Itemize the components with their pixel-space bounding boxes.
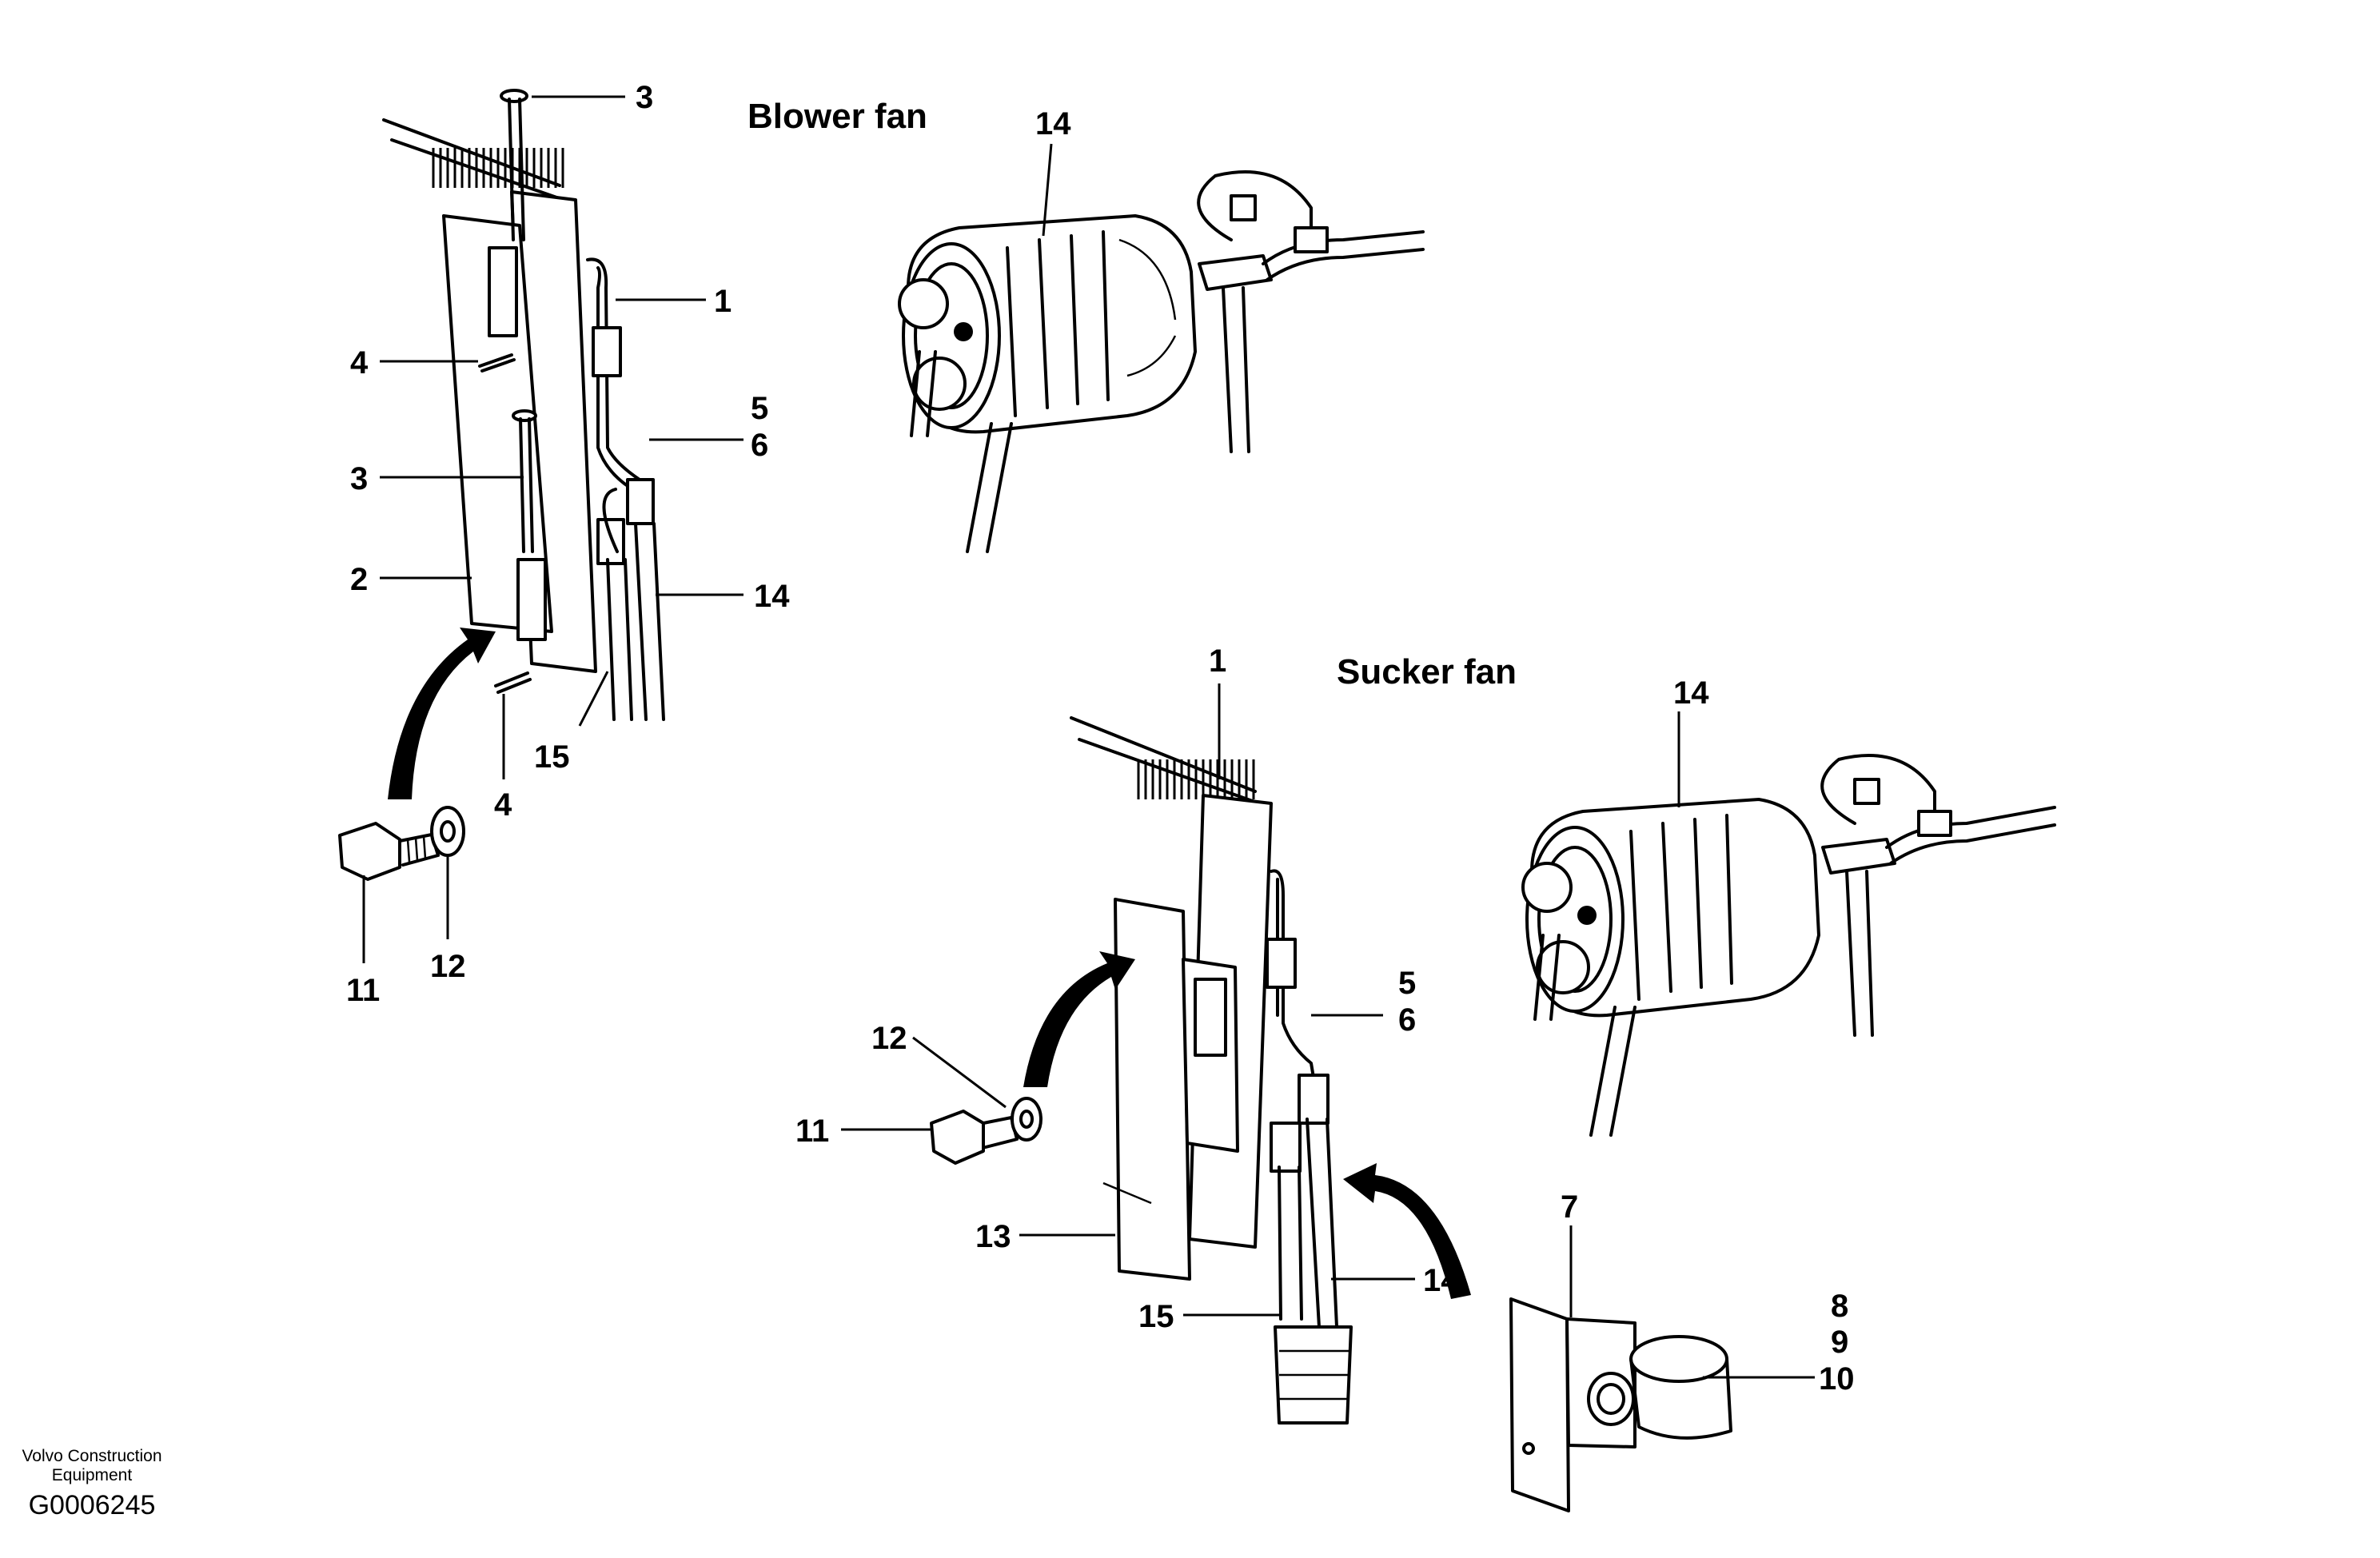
callout-9: 9 (1831, 1325, 1848, 1360)
condenser-fins (432, 148, 568, 188)
callout-12-bottom: 12 (871, 1021, 907, 1056)
callout-1: 1 (714, 284, 732, 319)
callout-7: 7 (1561, 1189, 1578, 1225)
callout-8: 8 (1831, 1289, 1848, 1324)
callout-14-sucker: 14 (1673, 675, 1709, 711)
callout-11-bottom: 11 (795, 1114, 829, 1149)
compressor-blower (898, 170, 1425, 553)
callout-13: 13 (975, 1219, 1011, 1254)
clamp-assembly (1509, 1297, 1732, 1512)
upper-hinge (488, 246, 518, 337)
callout-5: 5 (751, 391, 768, 426)
hose-clamp (1629, 1335, 1728, 1383)
callout-14-bottom: 14 (1423, 1263, 1459, 1298)
sucker-fan-title: Sucker fan (1337, 652, 1517, 691)
callout-labels: 3 1 4 5 6 3 2 14 15 4 11 12 Blower fan 1… (346, 80, 1855, 1397)
callout-14: 14 (754, 579, 790, 614)
callout-6-bottom: 6 (1398, 1002, 1416, 1038)
callout-5-bottom: 5 (1398, 966, 1416, 1001)
bottom-condenser-assembly (930, 716, 1471, 1425)
bolt-bottom (930, 1110, 985, 1165)
install-arrow-top (388, 628, 496, 799)
condenser-fins-bottom (1135, 759, 1255, 799)
compressor-sucker (1521, 754, 2056, 1137)
hinge-bottom (1194, 978, 1227, 1057)
callout-14-blower: 14 (1035, 106, 1071, 141)
callout-11: 11 (346, 973, 380, 1008)
clamp-bracket (1509, 1297, 1570, 1512)
callout-2: 2 (350, 562, 368, 597)
callout-15-bottom: 15 (1138, 1299, 1174, 1334)
company-name-line2: Equipment (51, 1466, 133, 1484)
footer: Volvo Construction Equipment G0006245 (0, 1447, 184, 1521)
lower-hinge (516, 558, 547, 641)
bracket-plate-13 (1114, 898, 1191, 1281)
callout-3-lower: 3 (350, 461, 368, 496)
callout-4-lower: 4 (494, 787, 512, 823)
callout-10: 10 (1819, 1361, 1855, 1397)
callout-12: 12 (430, 949, 466, 984)
callout-4: 4 (350, 345, 369, 381)
callout-6: 6 (751, 428, 768, 463)
callout-3: 3 (636, 80, 653, 115)
bolt-top (338, 822, 401, 881)
callout-1-bottom: 1 (1209, 644, 1226, 679)
install-arrow-clamp (1343, 1163, 1471, 1299)
leader-lines (362, 95, 1815, 1379)
install-arrow-bracket (1023, 951, 1135, 1087)
company-name-line1: Volvo Construction (22, 1447, 162, 1465)
pipe-fitting-upper (592, 326, 622, 377)
top-condenser-assembly (338, 89, 665, 881)
drawing-code: G0006245 (28, 1490, 156, 1520)
callout-15: 15 (534, 739, 570, 775)
blower-fan-title: Blower fan (747, 97, 927, 136)
